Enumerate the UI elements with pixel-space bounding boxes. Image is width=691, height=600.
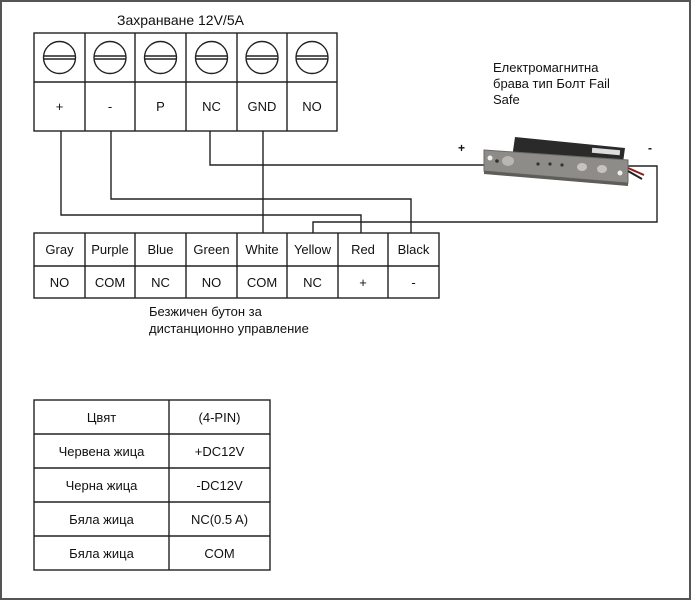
spec-row-4-color: Бяла жица (69, 545, 134, 561)
lock-label-line-2: брава тип Болт Fail (493, 76, 610, 91)
power-terminal-p: P (156, 99, 165, 114)
spec-header-color: Цвят (86, 409, 117, 425)
wire-nc-to-lock-plus (209, 131, 490, 166)
remote-function-red: + (359, 274, 367, 290)
remote-function-blue: NC (151, 274, 170, 290)
electromagnetic-bolt-lock-icon (483, 137, 645, 186)
power-terminal-gnd: GND (247, 99, 277, 114)
remote-function-green: NO (201, 274, 222, 290)
wire-minus-to-black (110, 131, 412, 233)
spec-header-pin: (4-PIN) (198, 409, 241, 425)
spec-row-2-value: -DC12V (196, 477, 243, 493)
screw-icon (93, 40, 127, 75)
remote-caption-line-2: дистанционно управление (149, 321, 309, 336)
remote-function-black: - (411, 274, 416, 290)
spec-row-2-color: Черна жица (65, 477, 138, 493)
remote-function-yellow: NC (303, 274, 322, 290)
screw-icon (194, 40, 229, 75)
remote-color-gray: Gray (45, 242, 74, 257)
spec-row-4-value: COM (204, 545, 235, 561)
spec-row-1-value: +DC12V (194, 443, 245, 459)
remote-color-black: Black (397, 242, 430, 257)
remote-color-green: Green (193, 242, 230, 257)
remote-color-purple: Purple (91, 242, 129, 257)
screw-icon (42, 40, 77, 75)
spec-table-outline (33, 399, 271, 571)
screw-icons (42, 40, 329, 75)
screw-icon (295, 40, 329, 75)
wire-yellow-to-lock-minus (312, 165, 658, 233)
lock-plus-label: + (458, 141, 466, 155)
power-terminal-nc: NC (202, 99, 221, 114)
remote-color-yellow: Yellow (293, 242, 332, 257)
remote-color-white: White (245, 242, 279, 257)
lock-label-line-1: Електромагнитна (493, 60, 599, 75)
power-block-title: Захранване 12V/5A (117, 12, 244, 28)
power-terminal-minus: - (107, 99, 113, 114)
remote-color-red: Red (351, 242, 375, 257)
remote-caption-line-1: Безжичен бутон за (149, 304, 262, 319)
lock-minus-label: - (648, 141, 652, 155)
spec-row-1-color: Червена жица (58, 443, 145, 459)
power-terminal-no: NO (302, 99, 322, 114)
power-terminal-plus: + (55, 99, 64, 114)
spec-row-3-color: Бяла жица (69, 511, 134, 527)
remote-color-blue: Blue (147, 242, 174, 257)
remote-function-purple: COM (94, 274, 126, 290)
spec-row-3-value: NC(0.5 A) (190, 511, 249, 527)
wire-plus-to-red (60, 131, 362, 233)
screw-icon (143, 40, 178, 75)
screw-icon (245, 40, 279, 75)
remote-function-white: COM (246, 274, 278, 290)
remote-function-gray: NO (49, 274, 70, 290)
lock-label-line-3: Safe (493, 92, 520, 107)
